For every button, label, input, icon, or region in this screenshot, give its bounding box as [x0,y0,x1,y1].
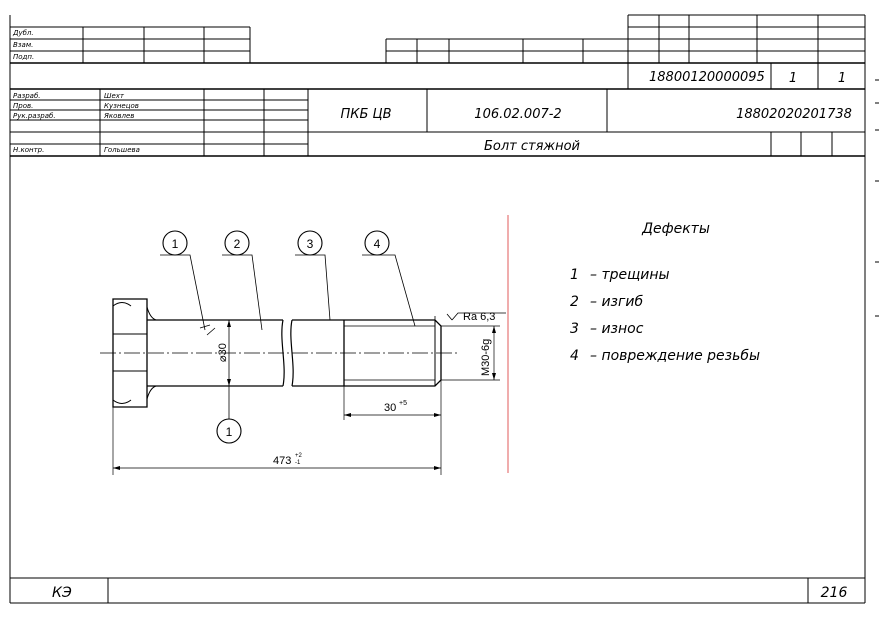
frame-lines [9,14,866,604]
callout-label: 1 [226,425,233,439]
footer-code: КЭ [52,585,72,601]
diameter-label: ⌀30 [217,343,229,362]
side-label: Подп. [13,53,34,61]
sheet-number: 1 [789,71,797,86]
defects-list: Дефекты 1 – трещины 2 – изгиб 3 – износ … [570,221,760,364]
sheets-total: 1 [838,71,846,86]
thread-label: M30-6g [480,339,492,376]
side-label: Дубл. [12,29,34,37]
side-label: Взам. [13,41,33,49]
signer-name: Кузнецов [104,102,139,110]
role-label: Разраб. [13,92,41,100]
roughness-label: Ra 6,3 [463,311,495,323]
edge-marks [875,79,879,317]
thread-length-tolerance: +5 [399,400,407,407]
role-label: Пров. [13,102,33,110]
page-number: 216 [821,585,848,601]
document-number: 18800120000095 [649,70,765,85]
defect-number: 4 [570,348,579,364]
title-block-text: Дубл. Взам. Подп. 18800120000095 1 1 Раз… [12,29,852,154]
bolt-drawing [100,230,506,475]
defect-number: 2 [570,294,579,310]
signer-name: Шехт [104,92,125,100]
defects-heading: Дефекты [641,221,710,237]
total-length-label: 473 [273,455,291,467]
defect-number: 3 [570,321,579,337]
defect-number: 1 [570,267,579,283]
roughness-symbol [434,312,506,321]
role-label: Н.контр. [13,146,44,154]
callout-label: 1 [172,237,179,251]
drawing-code: 106.02.007-2 [474,107,561,122]
role-label: Рук.разраб. [13,112,56,120]
organization: ПКБ ЦВ [340,107,391,122]
callout-label: 4 [374,237,381,251]
defect-text: – износ [590,321,644,337]
signer-name: Яковлев [103,112,134,120]
defect-text: – трещины [590,267,670,283]
defect-text: – изгиб [590,294,643,310]
total-tolerance-lower: -1 [295,460,301,466]
drawing-labels: 1 2 3 4 1 Ra 6,3 ⌀30 M30-6g 30 +5 473 +2… [172,237,496,467]
callout-label: 3 [307,237,314,251]
total-tolerance-upper: +2 [295,453,303,459]
part-code: 18802020201738 [736,107,852,122]
head-flats [113,333,147,372]
signer-name: Гольшева [104,146,140,154]
defect-text: – повреждение резьбы [590,348,760,364]
part-name: Болт стяжной [484,139,580,154]
thread-lines [344,325,435,381]
thread-length-label: 30 [384,402,396,414]
callout-label: 2 [234,237,241,251]
